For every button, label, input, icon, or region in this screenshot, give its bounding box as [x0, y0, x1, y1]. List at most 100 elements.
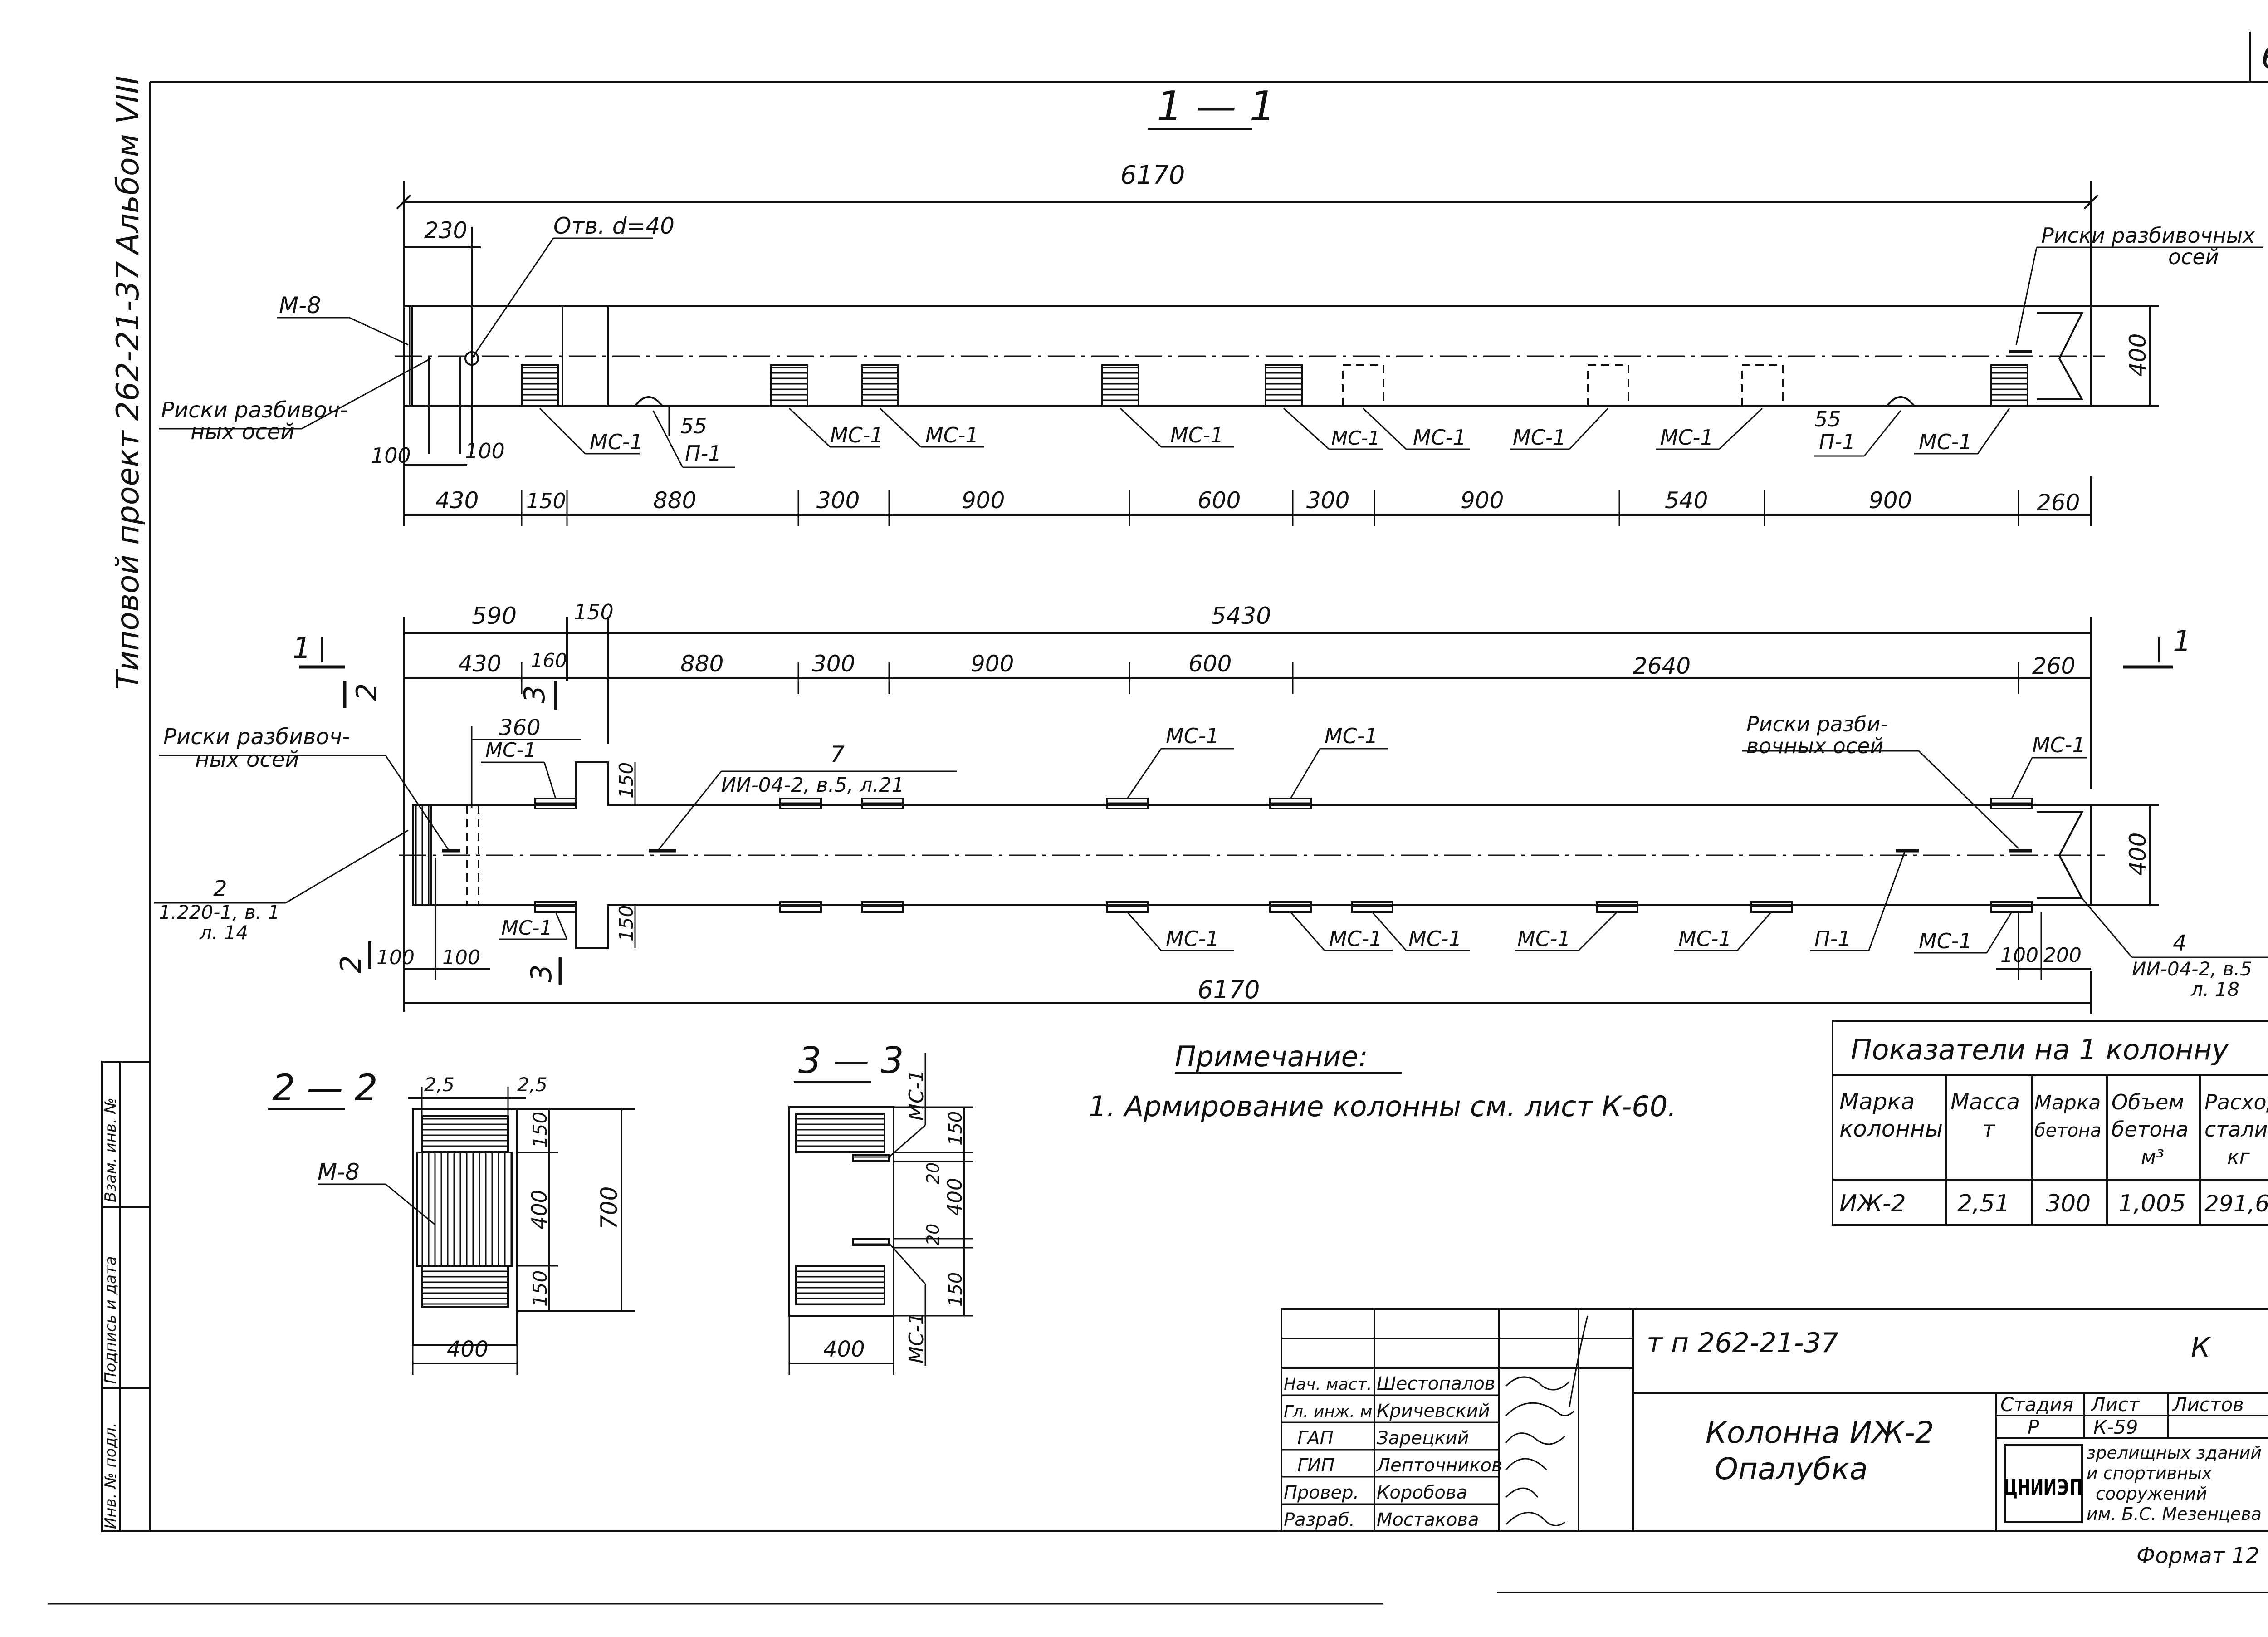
org-1: и спортивных	[2087, 1463, 2212, 1483]
ss22-150a: 150	[529, 1112, 551, 1148]
org-3: им. Б.С. Мезенцева	[2087, 1504, 2262, 1524]
mc1-label-8: МС-1	[1660, 425, 1714, 450]
section-2-2: 2 — 2 2,5 2,5 М-8 150 400 150 700 400	[268, 1067, 635, 1375]
mc1-label-1: МС-1	[590, 430, 643, 454]
ss33-150b: 150	[945, 1272, 966, 1307]
staff-5-name: Мостакова	[1377, 1510, 1479, 1530]
hdr-3-0: Объем	[2112, 1090, 2184, 1114]
hdr-2-0: Марка	[2034, 1091, 2101, 1114]
hdr-4-2: кг	[2227, 1146, 2250, 1169]
mark4-sheet: л. 18	[2190, 978, 2239, 1000]
plan-view: 590 150 5430 430 160 880 300 900 600 264…	[154, 600, 2268, 1014]
stage-head-1: Лист	[2090, 1393, 2140, 1416]
section-2-2-title: 2 — 2	[272, 1067, 378, 1109]
mc1-leaders: МС-1 МС-1 МС-1 МС-1 МС-1 МС-1 МС-1 МС-1 …	[539, 407, 2010, 455]
mc1-label-6: МС-1	[1413, 425, 1466, 450]
plan-axis-left-2: ных осей	[195, 747, 299, 772]
hdr-4-1: стали	[2204, 1117, 2268, 1142]
tb-stage: Р	[2028, 1416, 2039, 1438]
row-4: 291,6	[2204, 1191, 2268, 1217]
chain-ticks-2	[521, 662, 2019, 694]
d25b: 2,5	[517, 1073, 547, 1096]
row-2: 300	[2046, 1190, 2091, 1217]
dim-b-3: 300	[816, 487, 860, 514]
hole-label: Отв. d=40	[553, 213, 675, 239]
tb-code: т п 262-21-37	[1647, 1327, 1838, 1359]
p1-right: П-1	[1819, 430, 1855, 454]
plan-dim2-1: 160	[531, 649, 567, 671]
indicators-title: Показатели на 1 колонну	[1851, 1033, 2229, 1066]
dim-230: 230	[424, 217, 467, 244]
staff-2-role: ГАП	[1297, 1428, 1334, 1449]
note-text: 1. Армирование колонны см. лист К-60.	[1089, 1090, 1677, 1123]
plan-dim-200: 200	[2043, 944, 2082, 967]
plan-axis-right-2: вочных осей	[1746, 734, 1883, 758]
plan-dim-150: 150	[574, 600, 614, 624]
dim-100a: 100	[371, 443, 411, 468]
ss33-20b: 20	[923, 1224, 943, 1245]
ss22-150b: 150	[529, 1270, 551, 1307]
plan-mc1-b1: МС-1	[501, 917, 552, 940]
height-400: 400	[2125, 333, 2151, 377]
hdr-3-1: бетона	[2112, 1117, 2189, 1142]
ref-7: 7	[830, 741, 845, 768]
plan-dim-150a: 150	[615, 762, 637, 799]
row-0: ИЖ-2	[1839, 1190, 1906, 1217]
mark2-ref: 1.220-1, в. 1	[159, 901, 280, 923]
note-heading: Примечание:	[1175, 1040, 1368, 1073]
plan-mc1-b4: МС-1	[1408, 926, 1462, 951]
ss33-width: 400	[823, 1337, 865, 1362]
sheet-frame: 6	[48, 32, 2268, 1605]
ss22-m8: М-8	[318, 1159, 360, 1185]
stage-head-2: Листов	[2172, 1393, 2244, 1416]
hdr-2-1: бетона	[2034, 1120, 2102, 1141]
plan-dim-360: 360	[499, 715, 541, 740]
dim-b-9: 900	[1869, 487, 1912, 514]
hdr-1-1: т	[1982, 1117, 1996, 1142]
tb-sheet: К-59	[2093, 1416, 2138, 1438]
staff-2-name: Зарецкий	[1377, 1428, 1469, 1449]
staff-1-name: Кричевский	[1377, 1401, 1490, 1421]
staff-3-name: Лепточников	[1376, 1455, 1502, 1476]
plan-dim-590: 590	[472, 603, 517, 630]
org-2: сооружений	[2096, 1484, 2207, 1504]
dim-b-1: 150	[526, 489, 566, 513]
row-3: 1,005	[2118, 1190, 2186, 1217]
project-label: Типовой проект 262-21-37	[110, 261, 146, 690]
stage-head-0: Стадия	[2000, 1393, 2073, 1416]
dim-b-10: 260	[2037, 490, 2080, 516]
plan-dim-5430: 5430	[1211, 603, 1271, 630]
cut2-top: 2	[350, 683, 383, 701]
plan-dim-100b: 100	[442, 946, 480, 969]
ref-top: ИИ-04-2, в.5, л.21	[721, 774, 904, 797]
plan-mc1-b2: МС-1	[1166, 926, 1219, 951]
cut1-right: 1	[2173, 625, 2191, 658]
dim-55b: 55	[1814, 407, 1841, 431]
axis-marks-right-2: осей	[2168, 245, 2219, 269]
plan-overall-bottom: 6170	[1198, 975, 1260, 1004]
plan-dim2-3: 300	[812, 651, 855, 677]
ss33-20a: 20	[923, 1162, 943, 1184]
ss33-150a: 150	[945, 1111, 966, 1146]
ss33-400: 400	[943, 1178, 967, 1216]
d25a: 2,5	[424, 1073, 455, 1096]
org-logo-text: ЦНИИЭП	[2004, 1475, 2082, 1500]
plan-dim2-7: 260	[2032, 653, 2075, 679]
staff-4-role: Провер.	[1284, 1482, 1359, 1503]
dim-b-0: 430	[435, 487, 479, 514]
stamp-sign: Подпись и дата	[102, 1256, 120, 1384]
ss33-mc1-top: МС-1	[905, 1069, 928, 1121]
plan-dim2-4: 900	[971, 651, 1014, 677]
staff-rows: Нач. маст. Шестопалов Гл. инж. м Кричевс…	[1281, 1315, 1589, 1530]
tb-name-2: Опалубка	[1715, 1451, 1868, 1486]
tb-name-1: Колонна ИЖ-2	[1706, 1415, 1934, 1450]
plan-mc1-b3: МС-1	[1329, 926, 1383, 951]
dim-100b: 100	[465, 439, 505, 463]
staff-4-name: Коробова	[1377, 1482, 1467, 1503]
plan-dim-150b: 150	[615, 905, 637, 941]
cut2-bottom: 2	[334, 956, 367, 973]
tb-letter: К	[2191, 1332, 2211, 1363]
hdr-0-1: колонны	[1839, 1116, 1943, 1142]
plan-mc1-t3: МС-1	[1325, 724, 1378, 748]
